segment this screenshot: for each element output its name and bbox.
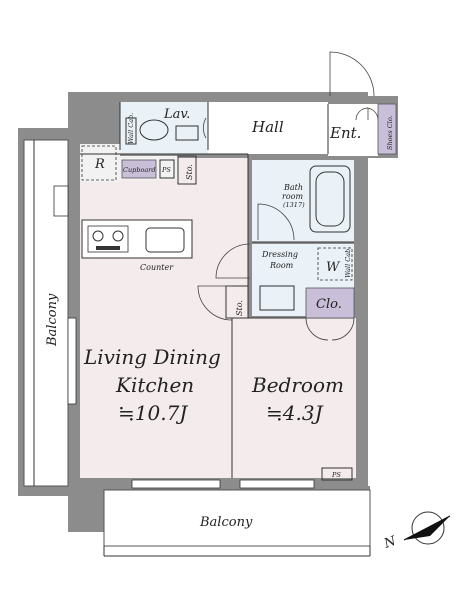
- label-ent: Ent.: [329, 124, 361, 142]
- label-balcony-bottom: Balcony: [199, 515, 253, 530]
- compass-icon: [403, 511, 451, 545]
- label-north: N: [381, 534, 398, 553]
- label-r: R: [94, 157, 105, 172]
- label-sto-mid: Sto.: [235, 300, 244, 316]
- ldk-door: [197, 285, 233, 321]
- lavatory-door: [202, 117, 207, 139]
- ps-top-box: [159, 159, 175, 179]
- label-dressing-1: Dressing: [261, 250, 298, 259]
- r-cabinet: [81, 145, 117, 181]
- cupboard: [121, 159, 157, 179]
- label-hall: Hall: [251, 118, 284, 136]
- label-counter: Counter: [140, 263, 174, 272]
- bath-door: [257, 203, 295, 241]
- label-sto-top: Sto.: [185, 164, 194, 180]
- bathtub: [309, 165, 351, 233]
- label-wall-cab-right: Wall Cab.: [344, 247, 352, 278]
- label-clo: Clo.: [316, 297, 342, 312]
- bedroom-closet: [305, 287, 355, 319]
- label-bath-2: room: [282, 192, 303, 201]
- closet-doors: [305, 317, 355, 341]
- label-lav: Lav.: [163, 107, 190, 122]
- dressing-door: [215, 243, 251, 279]
- label-ldk-1: Living Dining: [83, 345, 221, 369]
- ps-bottom-box: [321, 467, 353, 481]
- label-bath-size: (1317): [283, 201, 305, 209]
- label-ldk-size: ≒10.7J: [118, 401, 188, 425]
- sto-top-box: [177, 155, 197, 185]
- partitions: [80, 102, 354, 478]
- kitchen-counter: [81, 219, 193, 259]
- toilet-icon: [125, 117, 169, 145]
- sink: [259, 285, 295, 311]
- windows: [53, 185, 315, 489]
- lavatory-cabinet: [175, 125, 199, 141]
- label-w: W: [326, 260, 341, 275]
- label-cupboard: Cupboard: [123, 166, 156, 174]
- balcony-bottom: [70, 486, 371, 557]
- label-ldk-2: Kitchen: [115, 373, 194, 397]
- label-balcony-left: Balcony: [45, 293, 60, 347]
- washer-space: [317, 247, 353, 281]
- sto-mid-box: [225, 285, 249, 319]
- label-bath-1: Bath: [283, 183, 303, 192]
- label-bedroom: Bedroom: [251, 373, 344, 397]
- label-bedroom-size: ≒4.3J: [266, 401, 324, 425]
- label-wall-cab-top: Wall Cab.: [127, 113, 135, 144]
- label-shoes-clo: Shoes Clo.: [386, 115, 394, 150]
- label-ps-bottom: PS: [331, 471, 341, 479]
- entrance-door: [329, 51, 375, 97]
- label-ps-top: PS: [161, 166, 171, 174]
- label-dressing-2: Room: [269, 261, 294, 270]
- shoes-closet: [377, 103, 397, 155]
